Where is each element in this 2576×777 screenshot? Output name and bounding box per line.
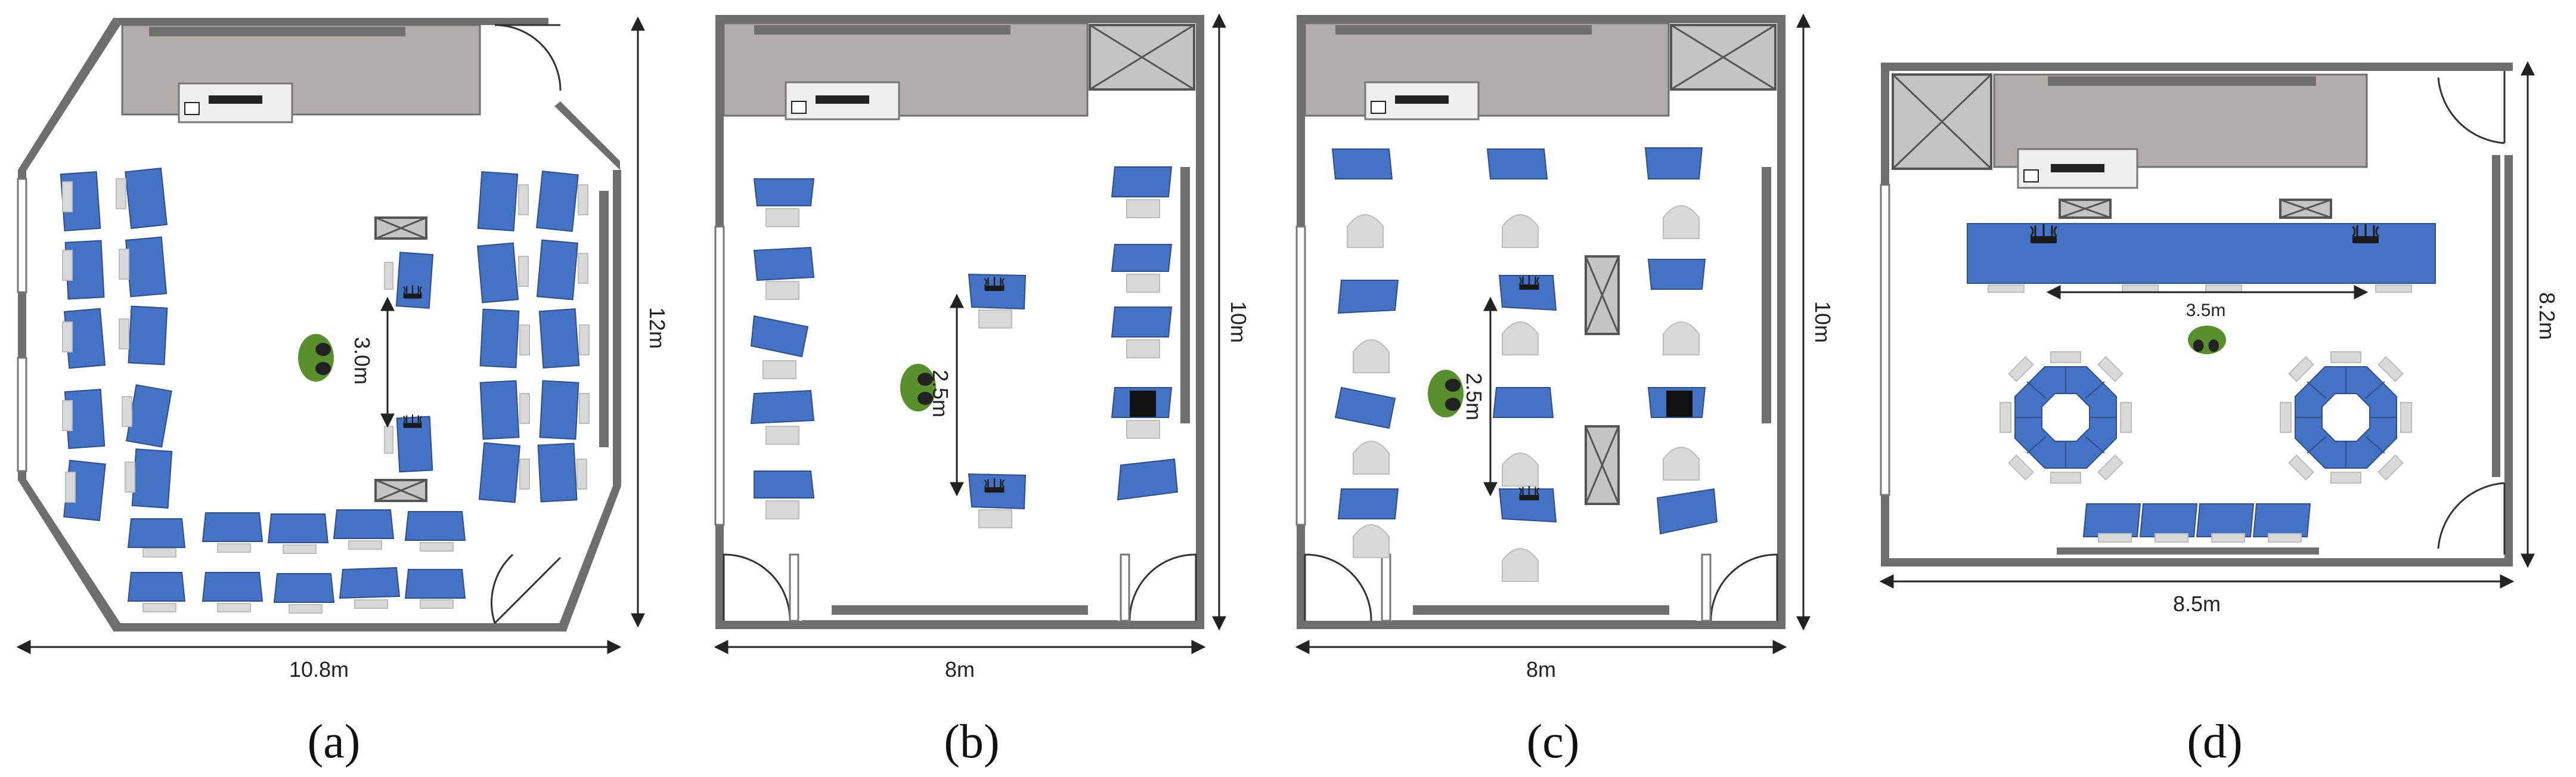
desk-group-middle [1486, 148, 1554, 582]
whiteboard [599, 191, 609, 447]
door-swing-icon [491, 553, 562, 624]
panel-b: 2.5m 8m 10m (b) [714, 13, 1251, 768]
desk-group-left [750, 178, 815, 519]
desk-group-bottom [127, 509, 466, 614]
panel-caption: (b) [944, 716, 999, 768]
counter [723, 22, 1089, 117]
width-label: 10.8m [289, 657, 349, 682]
window [17, 178, 27, 293]
width-label: 8.5m [2173, 592, 2221, 616]
panel-c: 2.5m 8m 10m (c) [1295, 13, 1835, 768]
distance-label: 3.0m [350, 337, 374, 385]
panel-caption: (a) [308, 716, 361, 768]
door-swing-icon [1304, 553, 1372, 621]
height-label: 8.2m [2535, 292, 2559, 340]
width-label: 8m [1526, 657, 1556, 682]
panel-a: 3.0m 10.8m 12m (a) [16, 16, 669, 768]
tripod-icon [1666, 391, 1692, 417]
desk-group-left [1331, 148, 1399, 558]
wifi-router-icon [1518, 274, 1540, 291]
wall [18, 18, 120, 170]
whiteboard [1762, 167, 1771, 423]
distance-label: 3.5m [2186, 301, 2226, 320]
counter [1304, 22, 1670, 117]
distance-label: 2.5m [1462, 373, 1486, 420]
width-label: 8m [945, 657, 975, 682]
window [1880, 184, 1890, 496]
height-label: 10m [1226, 301, 1251, 343]
wall [113, 18, 548, 25]
octagon-table-left [2000, 351, 2132, 484]
door-swing-icon [2437, 71, 2506, 144]
panel-d: 3.5m [1879, 61, 2559, 768]
octagon-table-right [2280, 351, 2412, 484]
door-swing-icon [723, 553, 791, 621]
door-swing-icon [1129, 553, 1197, 621]
window [714, 225, 725, 526]
desk-group-bottom [2057, 503, 2319, 555]
door-swing-icon [2437, 482, 2506, 555]
person-icon [1428, 370, 1464, 417]
desk-group-right [1111, 166, 1179, 501]
counter [121, 24, 481, 116]
panel-caption: (d) [2187, 716, 2242, 768]
window [17, 357, 27, 472]
desk-group-right [476, 171, 590, 503]
person-icon [2188, 326, 2226, 354]
desk-group-left [60, 168, 173, 521]
panel-caption: (c) [1527, 716, 1580, 768]
wifi-router-icon [1518, 485, 1540, 502]
wifi-router-icon [402, 284, 423, 299]
person-icon [298, 334, 334, 382]
wifi-router-icon [402, 414, 423, 429]
tripod-icon [1130, 391, 1156, 417]
wifi-router-icon [2029, 223, 2058, 244]
whiteboard [1180, 167, 1190, 423]
distance-label: 2.5m [928, 370, 953, 417]
height-label: 10m [1811, 301, 1835, 343]
wifi-router-icon [984, 477, 1005, 494]
height-label: 12m [645, 307, 669, 349]
wifi-router-icon [984, 275, 1005, 292]
window [1295, 225, 1306, 526]
door-swing-icon [1710, 553, 1778, 621]
door-swing-icon [494, 24, 562, 91]
wifi-router-icon [2351, 223, 2380, 244]
desk-group-right [1644, 147, 1718, 535]
